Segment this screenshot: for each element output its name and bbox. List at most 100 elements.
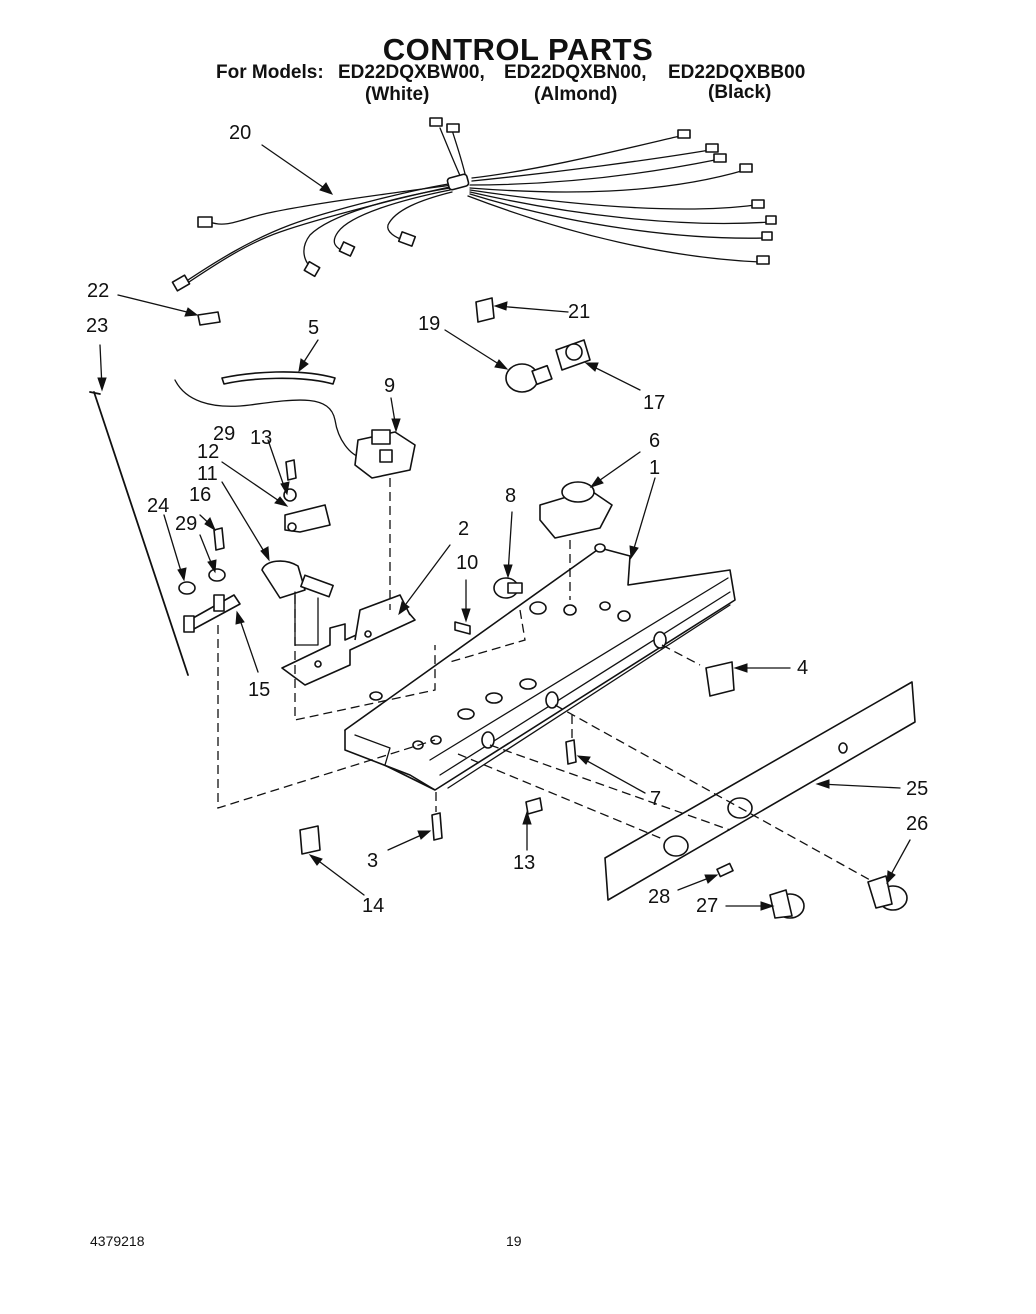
callout-20: 20: [229, 122, 251, 144]
arrowhead-19: [494, 359, 509, 370]
callout-23: 23: [86, 315, 108, 337]
callout-29-lower: 29: [175, 513, 197, 535]
arrowhead-7: [576, 755, 591, 765]
variant-black: (Black): [708, 82, 772, 103]
screw-7: [565, 739, 577, 765]
leader-24: [163, 514, 184, 579]
arrowhead-29-upper: [280, 481, 290, 496]
arrowhead-21: [493, 301, 508, 311]
arrowhead-23: [97, 377, 107, 392]
switch-11: [261, 560, 334, 646]
screw-13-upper: [285, 459, 297, 481]
leader-6: [592, 451, 641, 486]
callout-16: 16: [189, 484, 211, 506]
callout-14: 14: [362, 895, 384, 917]
arrowhead-3: [417, 830, 432, 840]
leader-25: [819, 783, 901, 789]
bracket-4: [705, 661, 735, 697]
model-almond: ED22DQXBN00,: [504, 62, 647, 83]
callout-7: 7: [650, 788, 661, 810]
arrowhead-5: [298, 358, 309, 373]
arrowhead-10: [461, 608, 471, 623]
arrowhead-6: [589, 476, 604, 488]
light-bulb-19: [505, 363, 553, 393]
arrowhead-13-lower: [522, 810, 532, 825]
leader-11: [221, 481, 269, 559]
arrowhead-16: [204, 517, 217, 532]
screw-10: [454, 621, 471, 635]
callout-29-upper: 29: [213, 423, 235, 445]
leader-19: [444, 329, 506, 369]
spring-28: [716, 862, 734, 878]
socket-17: [555, 339, 591, 371]
callout-5: 5: [308, 317, 319, 339]
arrowhead-29-lower: [207, 559, 217, 574]
callout-17: 17: [643, 392, 665, 414]
arrowhead-25: [815, 779, 830, 789]
callout-2: 2: [458, 518, 469, 540]
leader-12: [221, 461, 286, 506]
part-21: [475, 297, 495, 323]
arrowhead-8: [503, 564, 513, 579]
lever-15: [183, 594, 241, 633]
models-prefix: For Models:: [216, 62, 324, 83]
screw-16: [213, 527, 225, 551]
knob-26: [867, 875, 908, 911]
callout-labels: 1 2 3 4 5 6 7 8 9 10 11 12 13 13 14 15 1…: [86, 122, 928, 917]
callout-6: 6: [649, 430, 660, 452]
callout-19: 19: [418, 313, 440, 335]
timer-6: [539, 481, 613, 539]
knob-27: [769, 889, 805, 919]
lamp-holder-8: [493, 577, 523, 599]
page-title: CONTROL PARTS: [382, 32, 654, 67]
leader-14: [311, 855, 365, 896]
clip-22: [197, 311, 221, 326]
arrowhead-17: [584, 362, 599, 372]
thermostat-9: [354, 429, 416, 479]
arrowhead-14: [308, 854, 323, 866]
leader-20: [261, 144, 331, 193]
callout-15: 15: [248, 679, 270, 701]
callout-4: 4: [797, 657, 808, 679]
assembly-dash-lines: [217, 478, 871, 881]
arrowhead-20: [319, 182, 334, 195]
arrowhead-2: [398, 601, 410, 616]
capillary-tube: [174, 379, 363, 459]
mounting-bracket-2: [281, 594, 416, 686]
callout-11: 11: [197, 463, 218, 485]
screw-3: [431, 812, 443, 841]
screw-13-lower: [525, 797, 543, 815]
callout-25: 25: [906, 778, 928, 800]
document-number: 4379218: [90, 1233, 145, 1249]
arrowhead-12: [274, 496, 289, 507]
arrowhead-28: [704, 874, 719, 884]
callout-12: 12: [197, 441, 219, 463]
arrowhead-9: [391, 418, 401, 433]
arrowhead-22: [184, 307, 199, 317]
rod-23-end: [89, 391, 101, 395]
callout-26: 26: [906, 813, 928, 835]
arrowhead-15: [235, 610, 245, 625]
washer-29-lower: [208, 568, 226, 582]
arrowhead-26: [886, 870, 896, 885]
callout-8: 8: [505, 485, 516, 507]
leader-1: [631, 477, 656, 556]
washer-24: [178, 581, 196, 595]
callout-24: 24: [147, 495, 169, 517]
rod-23: [93, 391, 189, 676]
page-number: 19: [506, 1233, 522, 1249]
model-white: ED22DQXBW00,: [338, 62, 485, 83]
arrowhead-27: [760, 901, 775, 911]
arrowhead-24: [177, 567, 187, 582]
callout-27: 27: [696, 895, 718, 917]
callout-22: 22: [87, 280, 109, 302]
leader-17: [587, 363, 641, 391]
callout-13-lower: 13: [513, 852, 535, 874]
callout-13-upper: 13: [250, 427, 272, 449]
model-black: ED22DQXBB00: [668, 62, 806, 83]
variant-white: (White): [365, 84, 430, 105]
callout-21: 21: [568, 301, 590, 323]
callout-1: 1: [649, 457, 660, 479]
callout-28: 28: [648, 886, 670, 908]
